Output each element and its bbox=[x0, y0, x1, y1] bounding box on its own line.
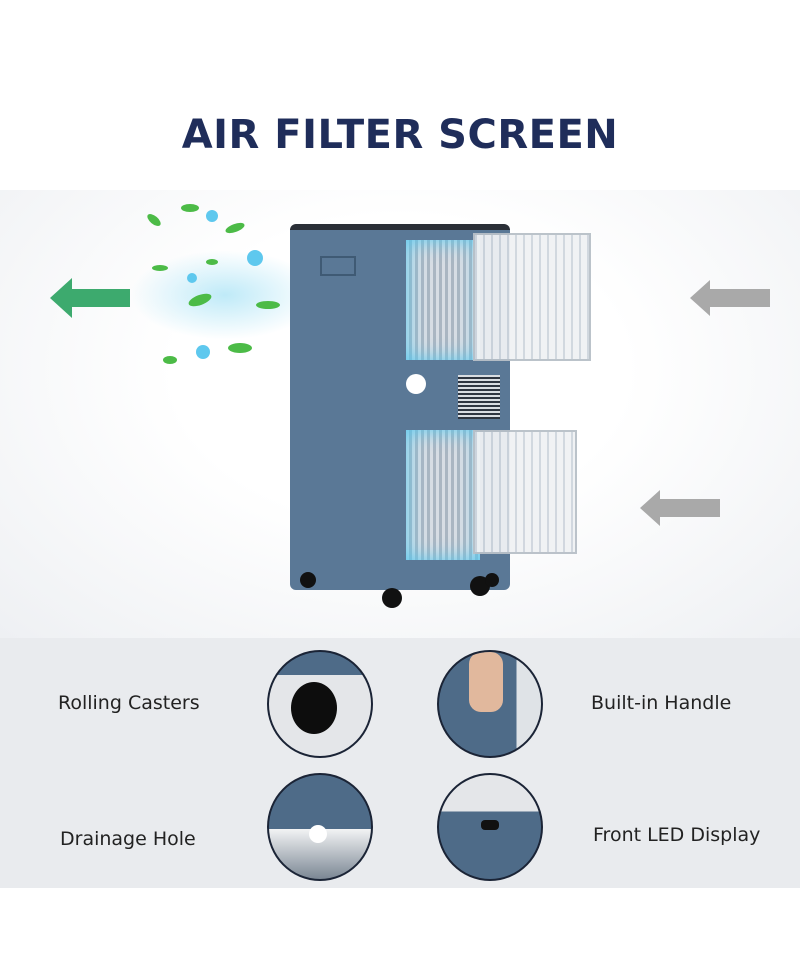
inflow-arrow-icon bbox=[640, 490, 720, 526]
clean-air-flow bbox=[130, 250, 320, 340]
lower-filter bbox=[406, 430, 480, 560]
upper-filter-screen bbox=[473, 233, 591, 361]
lower-filter-screen bbox=[473, 430, 577, 554]
inflow-arrow-icon bbox=[690, 280, 770, 316]
outflow-arrow-icon bbox=[50, 278, 130, 318]
front-led-display-image bbox=[437, 773, 543, 881]
feature-label-rolling-casters: Rolling Casters bbox=[58, 692, 200, 714]
upper-filter bbox=[406, 240, 480, 360]
side-handle bbox=[320, 256, 356, 276]
casters-icon bbox=[300, 572, 499, 608]
control-knob bbox=[406, 374, 426, 394]
drainage-hole-image bbox=[267, 773, 373, 881]
built-in-handle-image bbox=[437, 650, 543, 758]
feature-label-drainage-hole: Drainage Hole bbox=[60, 828, 196, 850]
features-panel bbox=[0, 638, 800, 888]
page-title: AIR FILTER SCREEN bbox=[181, 112, 619, 158]
rolling-casters-image bbox=[267, 650, 373, 758]
feature-label-front-led-display: Front LED Display bbox=[593, 824, 761, 846]
leaves-icon bbox=[147, 204, 280, 364]
feature-label-built-in-handle: Built-in Handle bbox=[591, 692, 732, 714]
vent-grille bbox=[458, 375, 500, 419]
